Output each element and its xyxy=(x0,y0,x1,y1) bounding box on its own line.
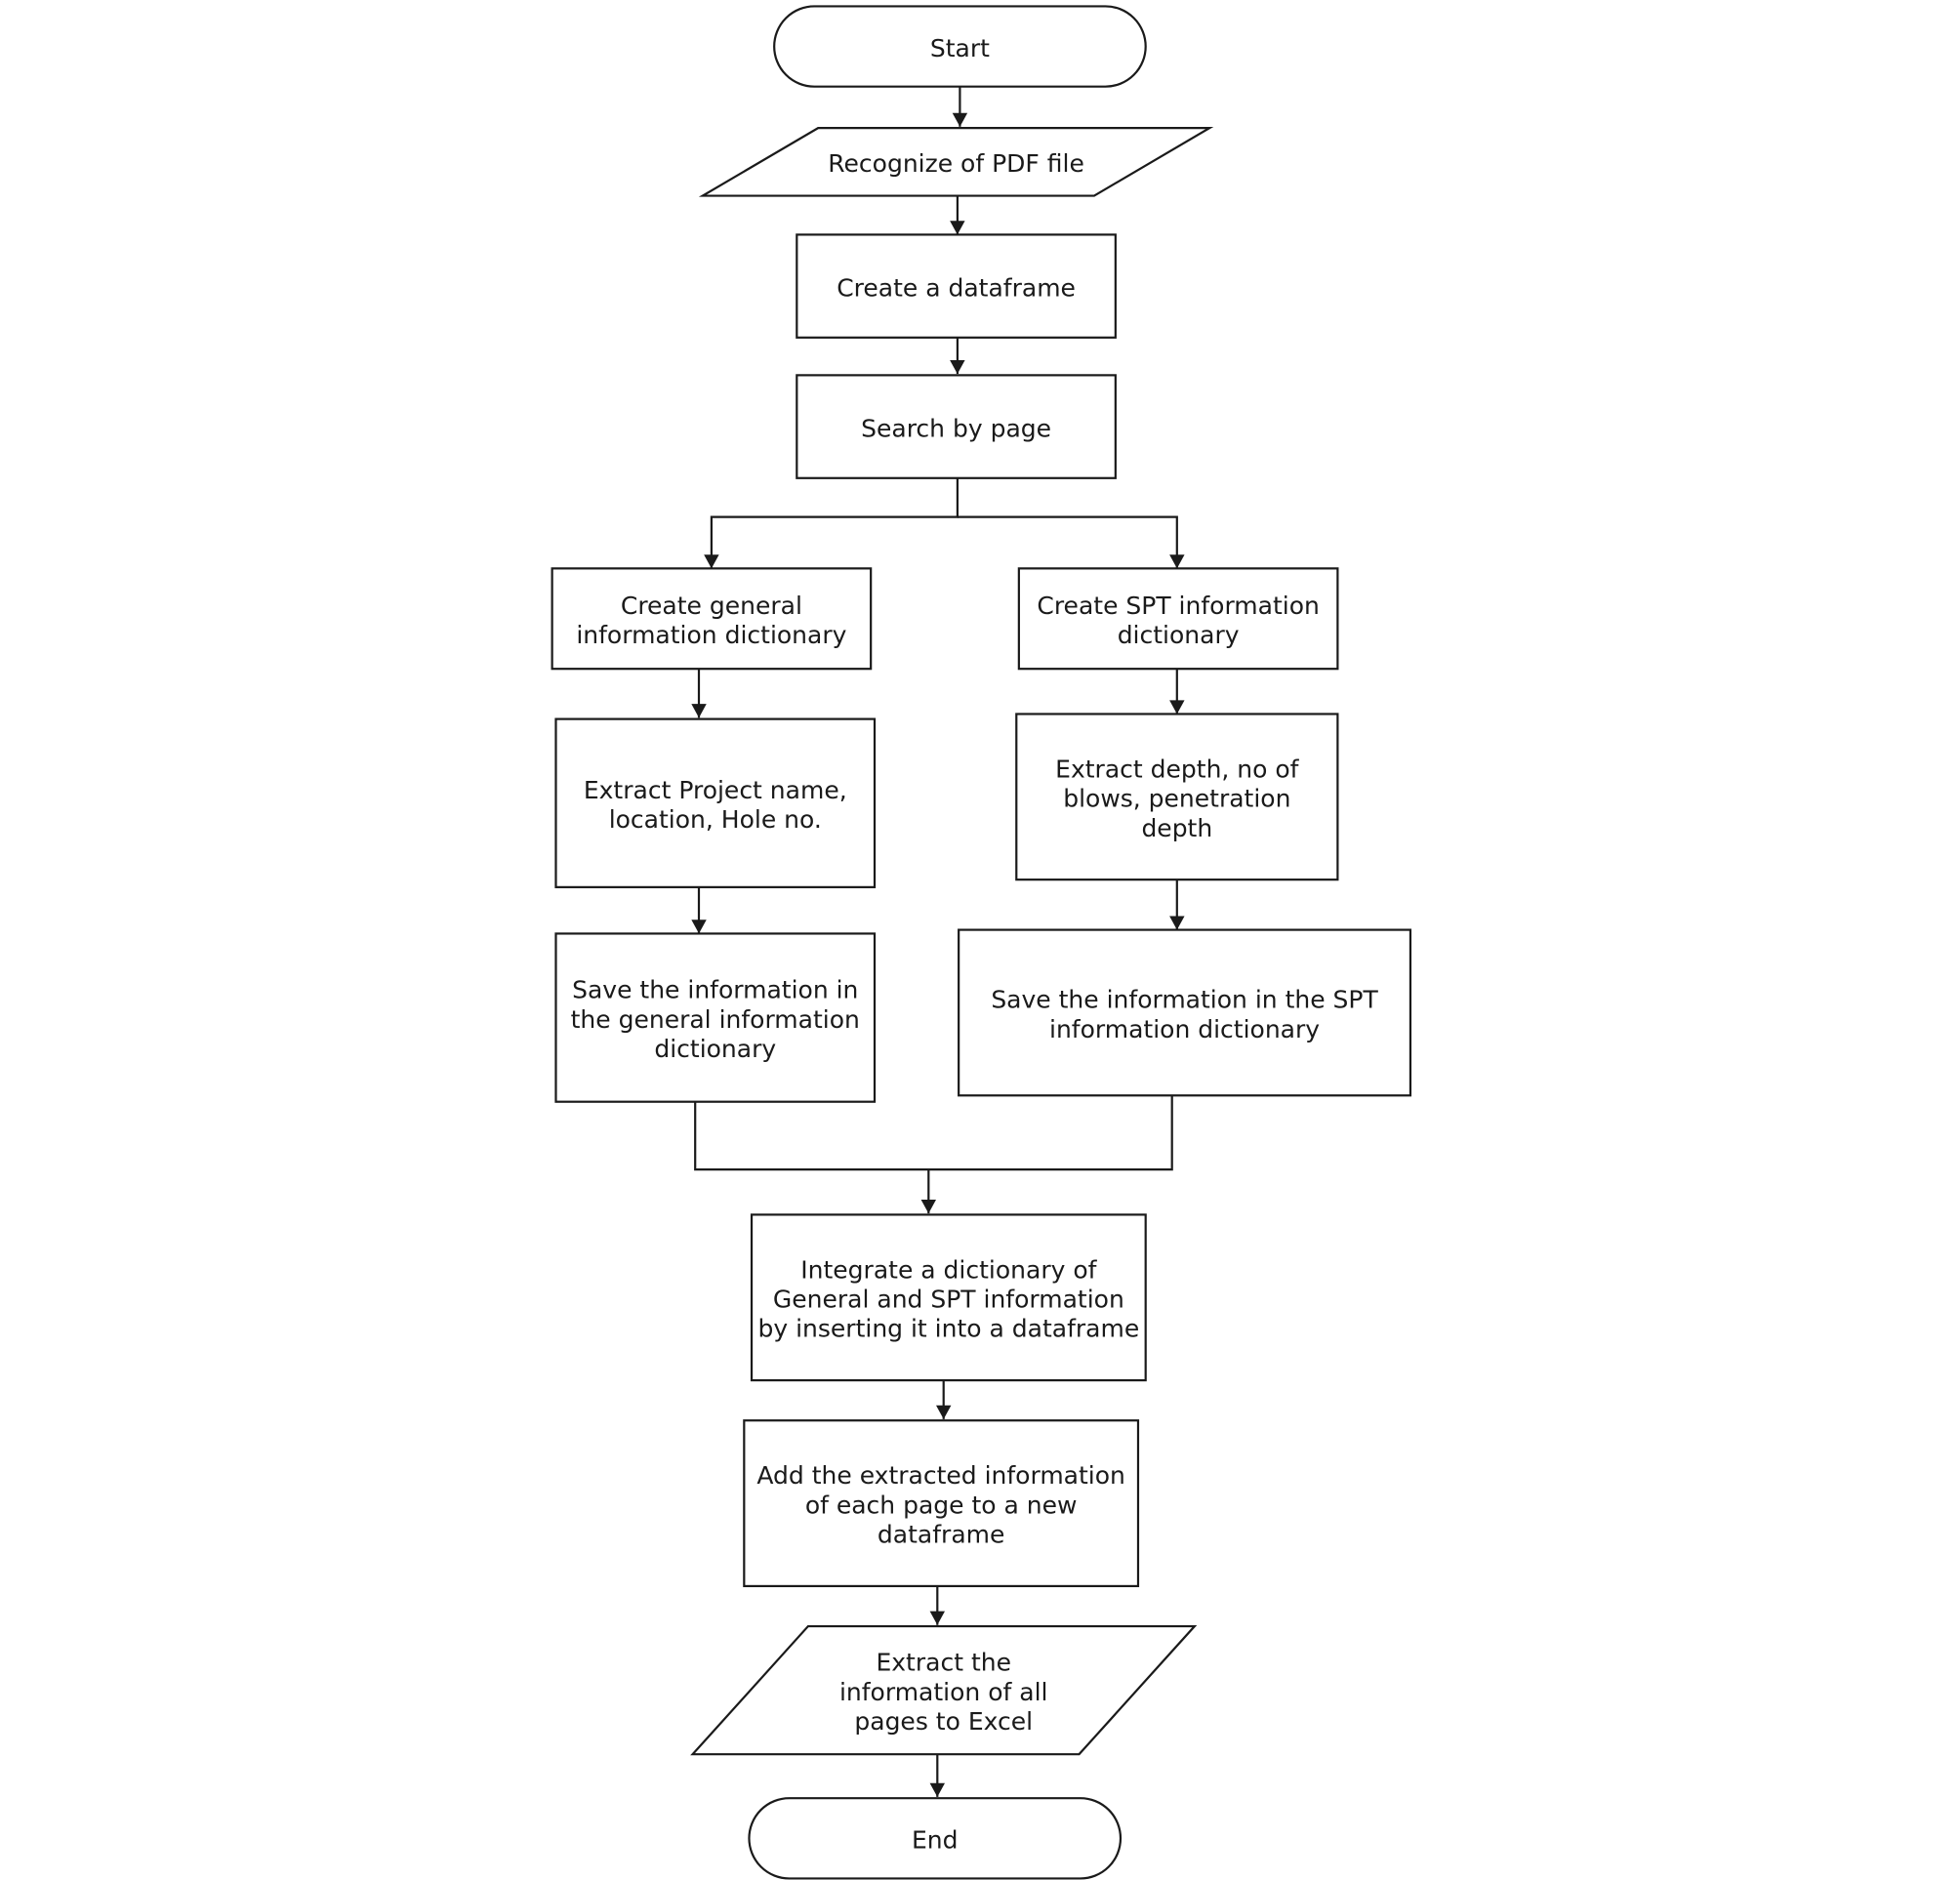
node-label-line: Extract Project name, xyxy=(584,776,847,804)
node-label-line: General and SPT information xyxy=(773,1286,1124,1314)
arrowhead-save_spt xyxy=(1169,916,1185,930)
node-label-line: End xyxy=(912,1826,959,1855)
save_gen-process-shape xyxy=(554,932,877,1103)
node-recognize: Recognize of PDF file xyxy=(698,127,1214,197)
node-label-line: Recognize of PDF file xyxy=(828,149,1084,178)
connector-search-to-gen_dict xyxy=(710,477,959,569)
node-label-line: Add the extracted information xyxy=(756,1461,1125,1490)
node-label-line: depth xyxy=(1141,814,1212,842)
node-label-line: Extract depth, no of xyxy=(1055,755,1300,783)
node-search: Search by page xyxy=(796,374,1117,479)
node-label-line: Extract the xyxy=(876,1649,1011,1677)
node-label-line: dictionary xyxy=(1118,621,1240,649)
node-label-line: Save the information in xyxy=(572,976,858,1004)
node-save-spt: Save the information in the SPTinformati… xyxy=(958,928,1412,1097)
arrowhead-spt_dict xyxy=(1169,554,1185,569)
end-terminal-shape xyxy=(748,1797,1123,1880)
connector-search-to-spt_dict xyxy=(957,515,1178,569)
extract_depth-process-shape xyxy=(1015,713,1339,881)
node-label-line: Integrate a dictionary of xyxy=(800,1255,1097,1284)
recognize-io-shape xyxy=(698,127,1214,197)
node-label-line: dictionary xyxy=(654,1035,776,1063)
arrowhead-end xyxy=(929,1782,946,1797)
create_df-process-shape xyxy=(796,233,1117,339)
node-label-line: information dictionary xyxy=(1049,1015,1320,1043)
export_excel-io-shape xyxy=(690,1624,1198,1756)
arrowhead-export_excel xyxy=(929,1611,946,1625)
arrowhead-recognize xyxy=(952,112,968,127)
arrowhead-gen_dict xyxy=(704,554,719,569)
node-label-line: Search by page xyxy=(861,414,1051,442)
arrowhead-add_extracted xyxy=(936,1405,952,1419)
node-label-line: blows, penetration xyxy=(1063,785,1290,813)
node-label-line: location, Hole no. xyxy=(609,805,822,834)
arrowhead-save_gen xyxy=(691,920,707,934)
node-label-line: Save the information in the SPT xyxy=(991,986,1378,1014)
arrowhead-extract_project xyxy=(691,704,707,718)
node-label-line: pages to Excel xyxy=(854,1707,1033,1736)
arrowhead-create_df xyxy=(950,221,965,235)
arrowhead-search xyxy=(950,359,965,375)
node-label-line: Create a dataframe xyxy=(837,273,1076,302)
extract_project-process-shape xyxy=(554,717,877,888)
integrate-process-shape xyxy=(750,1213,1147,1382)
spt_dict-process-shape xyxy=(1017,567,1339,671)
arrowhead-integrate xyxy=(920,1199,937,1214)
add_extracted-process-shape xyxy=(743,1419,1140,1588)
connector-save_gen-to-integrate xyxy=(694,1101,930,1214)
node-label-line: by inserting it into a dataframe xyxy=(757,1315,1139,1343)
node-label-line: Create SPT information xyxy=(1037,592,1319,620)
node-label-line: Start xyxy=(930,34,990,62)
node-label-line: of each page to a new xyxy=(805,1491,1078,1519)
arrowhead-extract_depth xyxy=(1169,700,1185,715)
node-start: Start xyxy=(773,5,1147,88)
node-label-line: information dictionary xyxy=(576,621,846,649)
start-terminal-shape xyxy=(773,5,1147,88)
save_spt-process-shape xyxy=(958,928,1412,1097)
node-label-line: the general information xyxy=(571,1005,860,1034)
node-create-df: Create a dataframe xyxy=(796,233,1117,339)
edges-layer xyxy=(691,86,1185,1797)
node-extract-project: Extract Project name,location, Hole no. xyxy=(554,717,877,888)
connector-save_spt-to-integrate xyxy=(928,1095,1173,1171)
gen_dict-process-shape xyxy=(551,567,873,671)
node-label-line: information of all xyxy=(839,1678,1048,1706)
node-label-line: Create general xyxy=(621,592,802,620)
node-label-line: dataframe xyxy=(878,1521,1004,1549)
node-end: End xyxy=(748,1797,1123,1880)
search-process-shape xyxy=(796,374,1117,479)
